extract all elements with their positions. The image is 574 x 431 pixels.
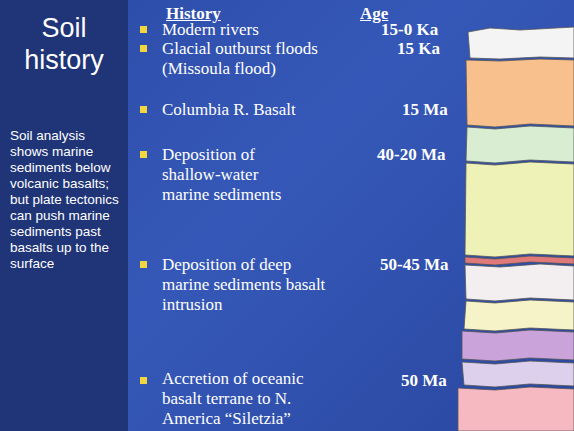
side-note: Soil analysis shows marine sediments bel…: [10, 128, 124, 272]
history-item: Columbia R. Basalt: [162, 100, 362, 120]
age-value: 50-45 Ma: [380, 255, 462, 275]
history-item: Deposition of deep marine sediments basa…: [162, 255, 327, 315]
history-item: Accretion of oceanic basalt terrane to N…: [162, 369, 327, 429]
slide-title: Soil history: [0, 12, 128, 76]
age-value: 15 Ka: [397, 39, 461, 59]
history-item: Glacial outburst floods (Missoula flood): [162, 39, 340, 79]
age-value: 15 Ma: [402, 100, 462, 120]
age-value: 15-0 Ka: [381, 20, 461, 40]
bullets: [140, 26, 147, 384]
history-item: Deposition of shallow-water marine sedim…: [162, 145, 302, 205]
age-value: 40-20 Ma: [377, 145, 461, 165]
layers: [458, 27, 574, 431]
history-item: Modern rivers: [162, 20, 362, 40]
age-value: 50 Ma: [401, 371, 461, 391]
